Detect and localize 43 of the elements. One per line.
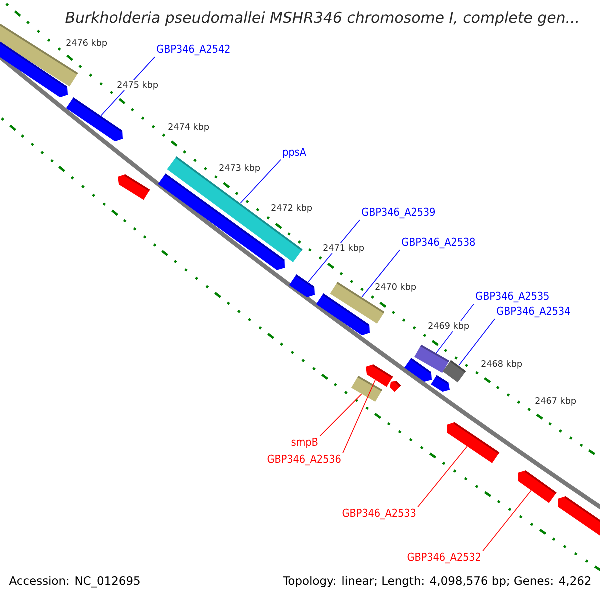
tick-label: 2469 kbp bbox=[427, 322, 470, 332]
gene-label: GBP346_A2535 bbox=[476, 292, 549, 303]
gene-label: GBP346_A2542 bbox=[157, 44, 230, 56]
gene-label: GBP346_A2538 bbox=[402, 238, 476, 249]
leader-line bbox=[418, 446, 468, 508]
gene-feature bbox=[366, 364, 394, 388]
gene-label: ppsA bbox=[283, 148, 306, 158]
leader-line bbox=[342, 380, 376, 454]
tick-label: 2473 kbp bbox=[218, 164, 262, 174]
leader-line bbox=[240, 159, 282, 204]
gene-feature bbox=[118, 174, 150, 200]
leader-line bbox=[482, 490, 532, 552]
gene-feature bbox=[404, 358, 432, 382]
gene-label: GBP346_A2536 bbox=[268, 454, 341, 466]
gene-label: GBP346_A2532 bbox=[408, 552, 480, 564]
leader-line bbox=[458, 318, 496, 366]
leader-line bbox=[362, 250, 400, 298]
gene-feature bbox=[558, 496, 600, 538]
gene-label: smpB bbox=[292, 438, 318, 448]
footer-text: Accession: NC_012695 bbox=[9, 576, 140, 588]
gene-feature bbox=[431, 375, 450, 392]
leader-line bbox=[320, 394, 362, 437]
gene-feature bbox=[442, 360, 466, 383]
tick-label: 2468 kbp bbox=[480, 360, 524, 370]
gene-feature bbox=[390, 381, 402, 392]
gene-feature bbox=[289, 274, 315, 298]
gene-label: GBP346_A2534 bbox=[497, 306, 570, 318]
gene-feature bbox=[0, 38, 68, 98]
footer-text: Topology: linear; Length: 4,098,576 bp; Genes: 4,262 bbox=[283, 576, 591, 588]
gene-feature bbox=[351, 376, 383, 402]
tick-label: 2472 kbp bbox=[270, 204, 314, 214]
gene-feature bbox=[447, 422, 500, 464]
tick-label: 2475 kbp bbox=[116, 80, 160, 91]
gene-label: GBP346_A2539 bbox=[362, 208, 435, 219]
tick-label: 2467 kbp bbox=[534, 396, 578, 407]
tick-label: 2476 kbp bbox=[65, 38, 108, 49]
tick-label: 2474 kbp bbox=[167, 122, 210, 133]
gene-feature bbox=[518, 470, 557, 504]
gene-feature bbox=[66, 98, 123, 142]
tick-label: 2471 kbp bbox=[322, 244, 366, 254]
gene-label: GBP346_A2533 bbox=[342, 508, 416, 520]
title: Burkholderia pseudomallei MSHR346 chromosome I, complete gen... bbox=[66, 12, 578, 26]
tick-label: 2470 kbp bbox=[374, 282, 418, 293]
